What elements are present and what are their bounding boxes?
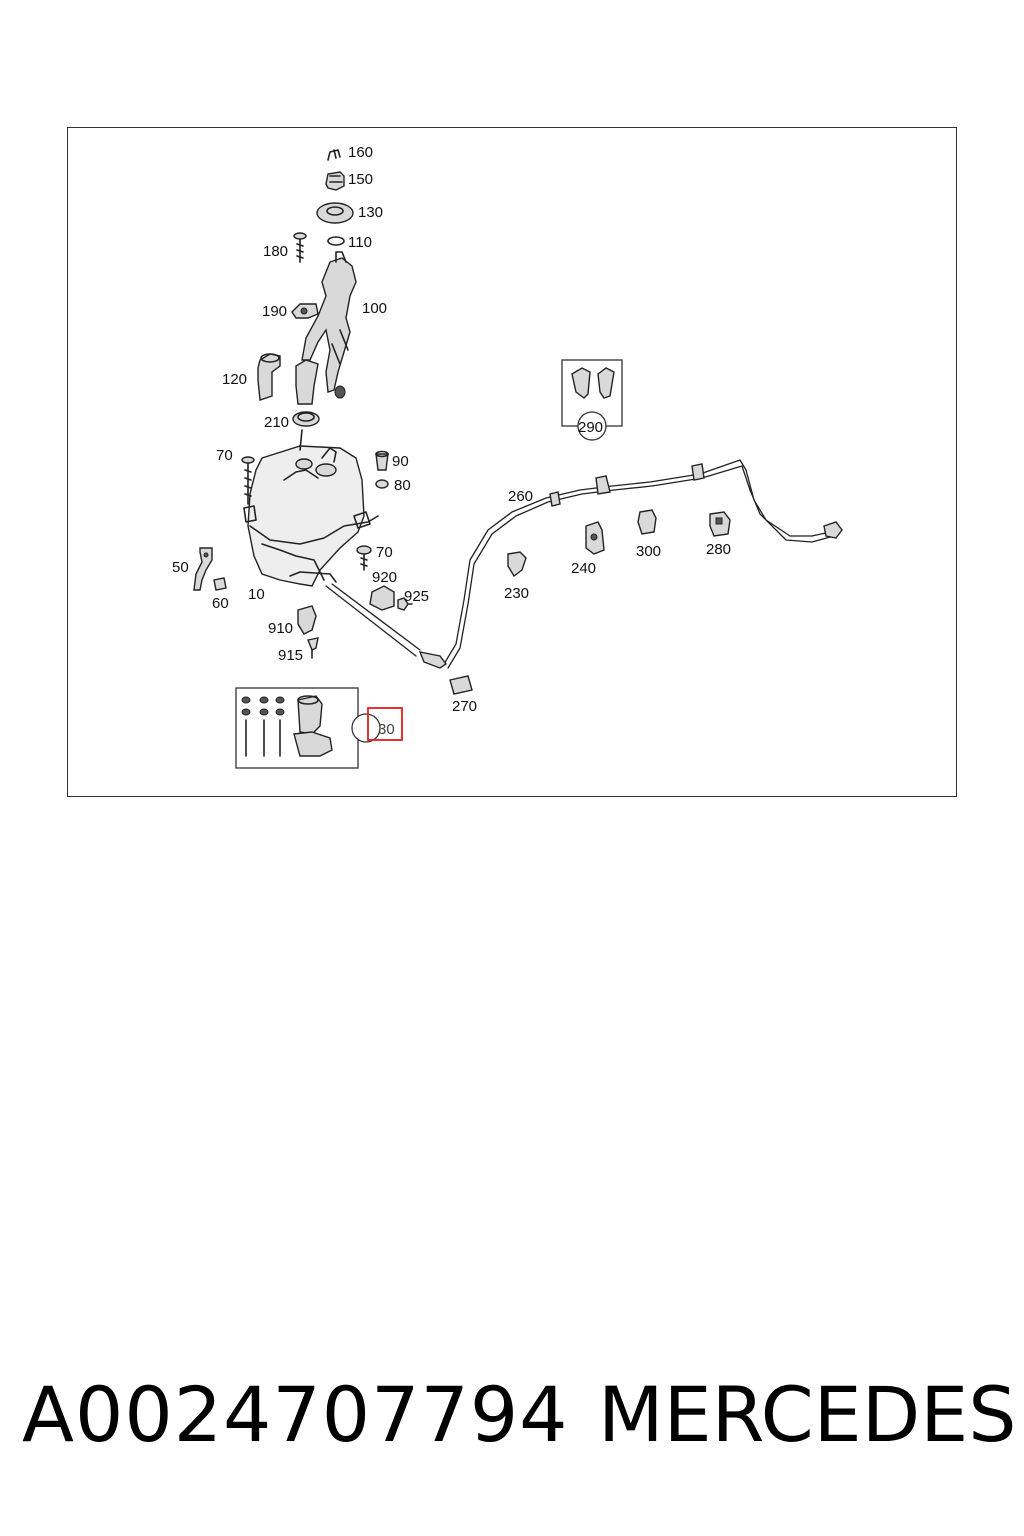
clip-290-part	[571, 367, 615, 399]
footer: A0024707794 MERCEDES	[0, 1370, 1024, 1470]
clamp-ring-part	[292, 411, 320, 427]
elbow-hose-part	[257, 353, 281, 401]
filler-neck-part	[301, 251, 357, 399]
callout-10: 10	[248, 586, 265, 603]
callout-100: 100	[362, 300, 387, 317]
clip-240-part	[585, 521, 605, 555]
callout-270: 270	[452, 698, 477, 715]
callout-150: 150	[348, 171, 373, 188]
sleeve-part	[375, 450, 389, 471]
o-ring-part	[327, 236, 345, 246]
grommet-part	[375, 479, 389, 489]
callout-80: 80	[394, 477, 411, 494]
callout-90: 90	[392, 453, 409, 470]
hose-lower-part	[295, 359, 319, 405]
nut-60-part	[213, 577, 227, 591]
part-number: A0024707794	[22, 1370, 569, 1459]
seal-cone-part	[316, 202, 354, 224]
sleeve-270-part	[449, 675, 473, 695]
callout-260: 260	[508, 488, 533, 505]
screw-part	[293, 232, 307, 263]
callout-290: 290	[578, 419, 603, 436]
washer-tank-part	[243, 429, 379, 587]
callout-circle-30	[351, 713, 381, 743]
sensor-910-part	[297, 605, 317, 635]
callout-120: 120	[222, 371, 247, 388]
connector-920-part	[369, 585, 395, 611]
callout-30-highlight	[367, 707, 403, 741]
clip-part	[327, 149, 341, 161]
callout-915: 915	[278, 647, 303, 664]
callout-925: 925	[404, 588, 429, 605]
clip-280-part	[709, 511, 731, 537]
brand-name: MERCEDES	[598, 1370, 1017, 1459]
callout-230: 230	[504, 585, 529, 602]
bolt-70-lower-part	[356, 545, 372, 571]
callout-300: 300	[636, 543, 661, 560]
callout-60: 60	[212, 595, 229, 612]
callout-50: 50	[172, 559, 189, 576]
bolt-70-upper-part	[241, 456, 255, 505]
bracket-part	[193, 547, 213, 591]
hose-line-part	[325, 459, 843, 669]
callout-180: 180	[263, 243, 288, 260]
clip-300-part	[637, 509, 657, 535]
holder-230-part	[507, 551, 527, 578]
callout-30: 30	[378, 721, 395, 738]
pump-kit-part	[241, 695, 333, 757]
detail-box-30	[235, 687, 359, 769]
callout-190: 190	[262, 303, 287, 320]
callout-910: 910	[268, 620, 293, 637]
cap-part	[325, 171, 345, 191]
callout-160: 160	[348, 144, 373, 161]
plug-925-part	[397, 597, 413, 611]
callout-240: 240	[571, 560, 596, 577]
callout-920: 920	[372, 569, 397, 586]
callout-70-lower: 70	[376, 544, 393, 561]
diagram-frame	[67, 127, 957, 797]
callout-210: 210	[264, 414, 289, 431]
callout-110: 110	[348, 234, 372, 251]
filter-915-part	[307, 637, 319, 659]
callout-130: 130	[358, 204, 383, 221]
bracket-nut-part	[291, 303, 319, 319]
callout-70-upper: 70	[216, 447, 233, 464]
callout-circle-290	[577, 411, 607, 441]
callout-280: 280	[706, 541, 731, 558]
